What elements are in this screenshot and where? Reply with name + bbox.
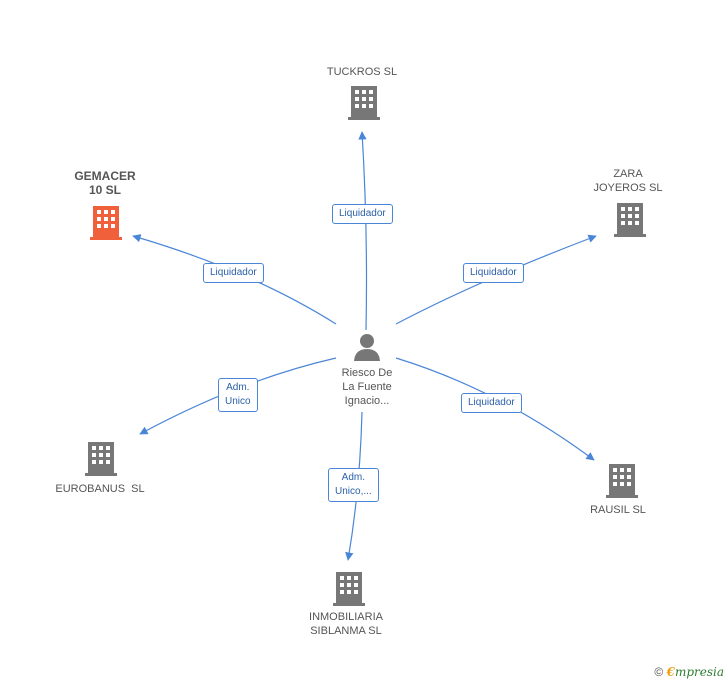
node-rausil[interactable] [606,462,638,503]
building-icon [333,572,365,606]
edge-label-inmobiliaria: Adm. Unico,... [328,468,379,502]
center-person-node[interactable] [352,332,382,367]
label-eurobanus[interactable]: EUROBANUS SL [55,483,145,495]
building-icon [614,203,646,237]
node-tuckros[interactable] [348,84,380,125]
node-zara[interactable] [614,201,646,242]
label-zara[interactable]: ZARA JOYEROS SL [593,168,663,194]
edge-label-gemacer: Liquidador [203,263,264,283]
copyright-symbol: © [654,665,664,679]
label-tuckros[interactable]: TUCKROS SL [326,66,398,78]
edge-label-rausil: Liquidador [461,393,522,413]
building-icon [606,464,638,498]
node-inmobiliaria[interactable] [333,570,365,611]
building-icon [348,86,380,120]
center-person-label[interactable]: Riesco De La Fuente Ignacio... [341,367,393,407]
edge-label-zara: Liquidador [463,263,524,283]
person-icon [354,334,380,361]
edge-label-eurobanus: Adm. Unico [218,378,258,412]
edge-label-tuckros: Liquidador [332,204,393,224]
label-rausil[interactable]: RAUSIL SL [590,504,646,516]
empresia-logo: €mpresia [666,665,724,679]
building-icon [90,206,122,240]
copyright-footer: © €mpresia [654,665,724,679]
node-eurobanus[interactable] [85,440,117,481]
node-gemacer[interactable] [90,204,122,245]
edge-to-tuckros [358,131,368,331]
label-gemacer[interactable]: GEMACER 10 SL [74,169,136,197]
label-inmobiliaria[interactable]: INMOBILIARIA SIBLANMA SL [309,611,383,637]
building-icon [85,442,117,476]
